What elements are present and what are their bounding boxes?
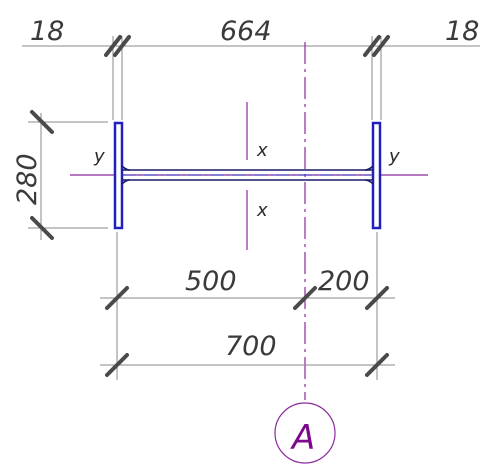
- grid-axis-label: A: [290, 418, 315, 458]
- dimension-tick: [113, 35, 131, 57]
- axis-label-y-right: y: [388, 146, 400, 167]
- dimension-label-right-flange: 18: [445, 16, 479, 47]
- left-flange: [113, 121, 124, 230]
- dimension-label-segment-500: 500: [185, 266, 237, 297]
- dimension-label-segment-200: 200: [318, 266, 370, 297]
- web-fillets: [121, 165, 374, 185]
- dimension-label-total-700: 700: [225, 331, 277, 362]
- dimension-tick: [30, 216, 54, 240]
- dimension-tick: [105, 353, 129, 377]
- dimension-tick: [363, 35, 381, 57]
- dimension-label-left-flange: 18: [30, 16, 64, 47]
- axis-label-y-left: y: [93, 146, 105, 167]
- dimension-tick: [372, 35, 390, 57]
- dimension-tick: [365, 353, 389, 377]
- dimension-tick: [293, 286, 317, 310]
- right-flange: [371, 121, 382, 230]
- dimension-tick: [30, 110, 54, 134]
- web-plate: [122, 169, 373, 181]
- dimension-label-overall-width: 664: [220, 16, 272, 47]
- dimension-tick: [365, 286, 389, 310]
- dimension-label-height: 280: [12, 153, 43, 205]
- dimension-tick: [104, 35, 122, 57]
- axis-label-x-bottom: x: [256, 200, 268, 221]
- dimension-tick: [105, 286, 129, 310]
- axis-label-x-top: x: [256, 140, 268, 161]
- grid-axis-bubble: [274, 402, 336, 464]
